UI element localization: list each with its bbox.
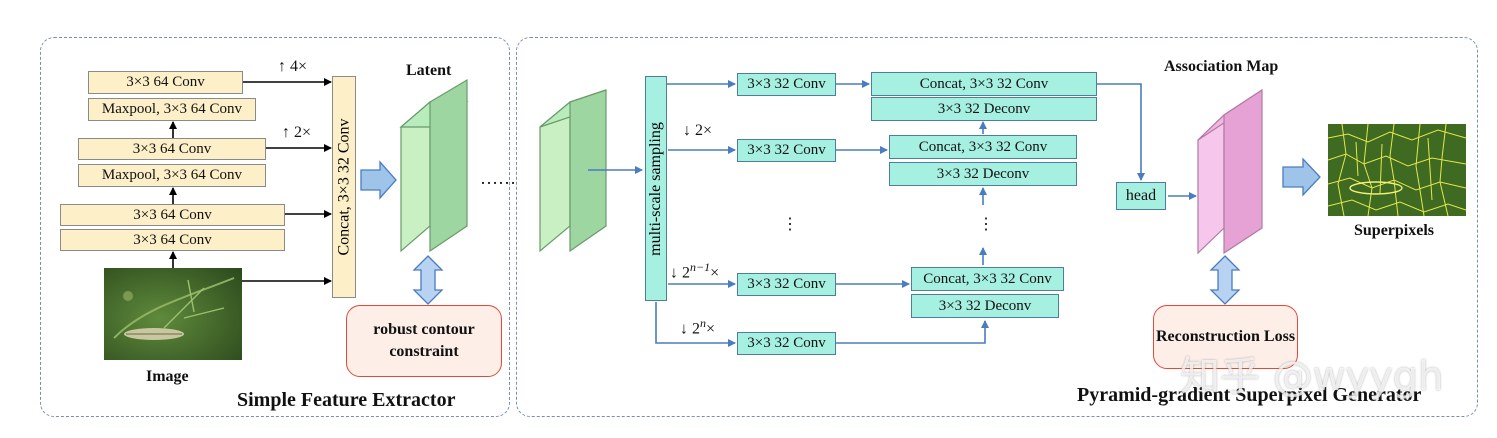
downsample-2n-times: × — [706, 320, 716, 338]
downsample-2n-exponent: n — [700, 316, 706, 330]
concat32-box-3: Concat, 3×3 32 Conv — [911, 267, 1064, 291]
robust-contour-constraint-box: robust contour constraint — [346, 305, 502, 377]
upsample-2x-label: ↑ 2× — [282, 124, 312, 141]
double-arrow-latent-constraint — [412, 255, 444, 305]
maxpool-box-lower: Maxpool, 3×3 64 Conv — [78, 164, 266, 187]
concat-conv-text: Concat, 3×3 32 Conv — [335, 118, 353, 256]
ellipsis-between-panels: …… — [480, 168, 516, 188]
association-map-label: Association Map — [1164, 58, 1279, 75]
arrow-sampling-to-conv4 — [655, 302, 736, 347]
conv-box-lower-1: 3×3 64 Conv — [60, 204, 285, 226]
conv32-box-1: 3×3 32 Conv — [737, 73, 836, 96]
downsample-2n-label: ↓ 2n× — [680, 316, 715, 338]
conv-box-top: 3×3 64 Conv — [88, 71, 243, 94]
downsample-2x-label: ↓ 2× — [683, 122, 713, 139]
double-arrow-assoc-loss — [1209, 255, 1241, 305]
zhihu-watermark: 知乎 @wyygh — [1180, 354, 1444, 400]
conv-box-middle: 3×3 64 Conv — [78, 138, 266, 160]
downsample-2n1-times: × — [710, 264, 720, 282]
vdots-right: ⋮ — [978, 216, 994, 233]
conv32-box-3: 3×3 32 Conv — [737, 273, 836, 296]
vdots-left: ⋮ — [782, 216, 798, 233]
concat32-box-1: Concat, 3×3 32 Conv — [871, 72, 1097, 96]
concat32-box-2: Concat, 3×3 32 Conv — [889, 135, 1077, 159]
simple-feature-extractor-panel — [40, 37, 510, 417]
big-arrow-assoc-to-superpixels — [1282, 157, 1321, 197]
big-arrow-concat-to-latent — [360, 160, 397, 200]
conv-box-lower-2: 3×3 64 Conv — [60, 229, 285, 251]
conv32-box-2: 3×3 32 Conv — [737, 139, 836, 162]
arrow-sampling-to-conv1 — [657, 80, 736, 88]
simple-feature-extractor-title: Simple Feature Extractor — [237, 389, 456, 411]
downsample-2n-base: ↓ 2 — [680, 320, 700, 338]
arrow-concat1-to-head — [1097, 83, 1145, 181]
conv32-box-4: 3×3 32 Conv — [737, 332, 836, 355]
superpixels-image — [1328, 124, 1466, 216]
multi-scale-sampling-text: multi-scale sampling — [647, 121, 664, 256]
input-image — [104, 268, 242, 360]
multi-scale-sampling-block: multi-scale sampling — [645, 76, 667, 301]
deconv32-box-2: 3×3 32 Deconv — [889, 162, 1077, 186]
downsample-2n1-label: ↓ 2n−1× — [670, 260, 719, 282]
upsample-4x-label: ↑ 4× — [278, 58, 308, 75]
downsample-2n1-base: ↓ 2 — [670, 264, 690, 282]
input-image-art — [104, 268, 242, 360]
superpixels-image-art — [1328, 124, 1466, 216]
superpixel-generator-panel — [516, 37, 1478, 417]
deconv32-box-1: 3×3 32 Deconv — [871, 97, 1097, 121]
latent-label: Latent — [406, 62, 452, 79]
reconstruction-loss-box: Reconstruction Loss — [1153, 305, 1298, 369]
maxpool-box-upper: Maxpool, 3×3 64 Conv — [88, 98, 256, 121]
latent-cube-side — [429, 78, 468, 253]
head-box: head — [1116, 182, 1166, 210]
pyramid-gradient-title: Pyramid-gradient Superpixel Generator — [1077, 384, 1422, 406]
deconv32-box-3: 3×3 32 Deconv — [911, 294, 1059, 318]
assoc-cube-side — [1223, 88, 1263, 255]
arrow-conv4-to-deconv3 — [836, 320, 989, 344]
superpixels-label: Superpixels — [1354, 222, 1435, 239]
image-label: Image — [146, 368, 189, 385]
concat-conv-block: Concat, 3×3 32 Conv — [332, 76, 356, 298]
downsample-2n1-exponent: n−1 — [690, 260, 711, 274]
